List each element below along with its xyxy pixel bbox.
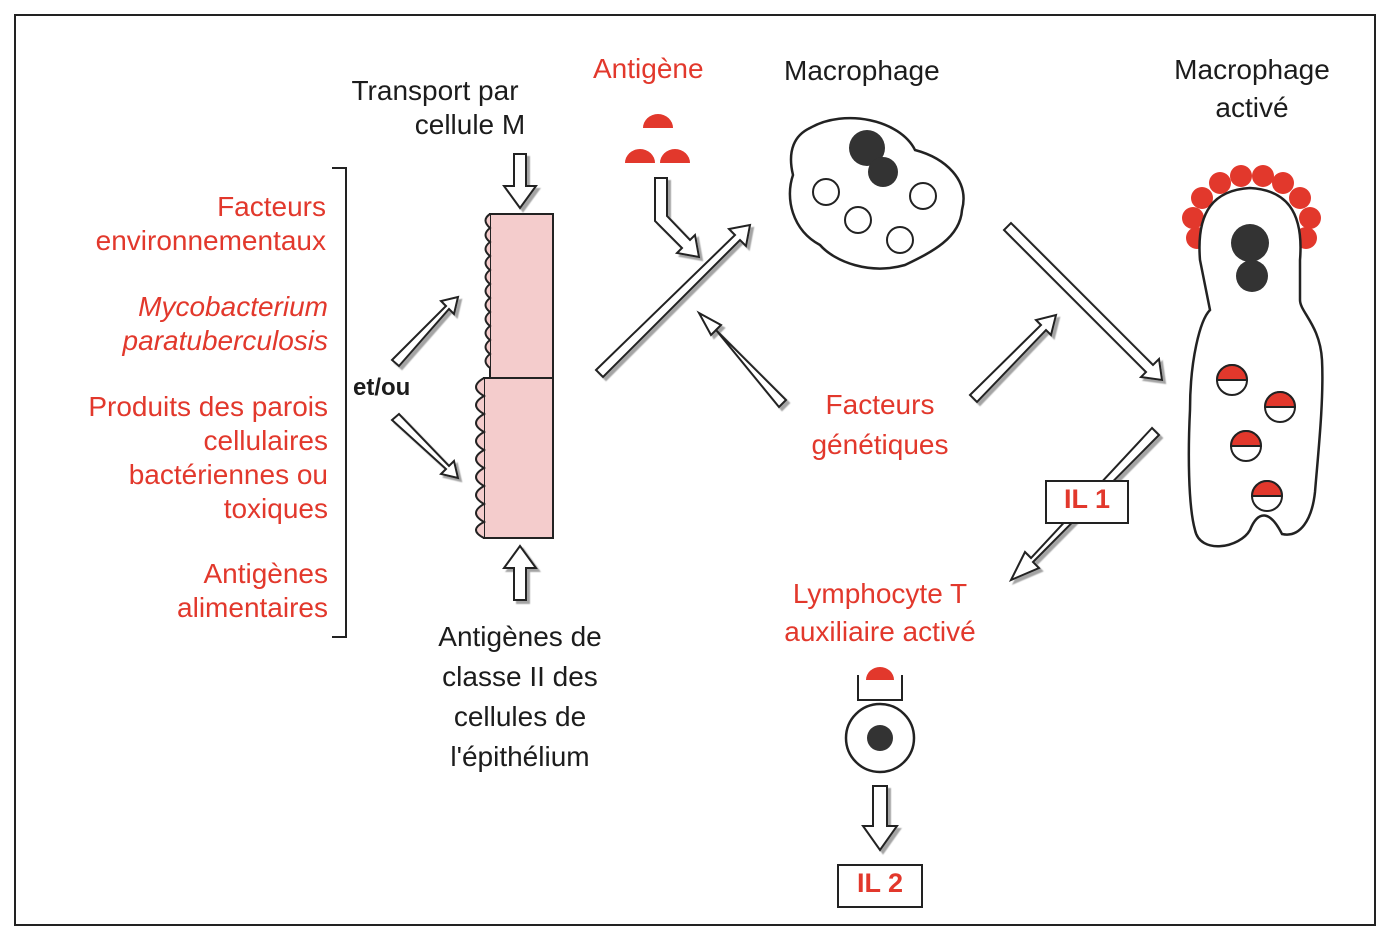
- arrow-etou-down: [390, 412, 460, 480]
- mycobacterium-line-1: Mycobacterium: [138, 291, 328, 322]
- arrow-lymphocyte-to-il2: [861, 785, 899, 852]
- produits-line-2: cellulaires: [203, 425, 329, 456]
- epithelium-upper-cells: [489, 213, 554, 379]
- arrow-epithelium-to-macrophage: [594, 223, 752, 379]
- antigene-label: Antigène: [593, 53, 704, 84]
- facteurs-env-line-1: Facteurs: [217, 191, 326, 222]
- factors-bracket: [332, 167, 347, 638]
- arrow-etou-up: [390, 295, 460, 368]
- arrow-genetic-to-right: [968, 313, 1058, 404]
- activated-macrophage-cell: [1182, 165, 1324, 548]
- macrophage-label: Macrophage: [784, 55, 940, 86]
- antigenes-classe-line-4: l'épithélium: [450, 741, 590, 772]
- antigenes-alim-line-1: Antigènes: [203, 558, 328, 589]
- antigenes-classe-line-3: cellules de: [453, 701, 587, 732]
- diagram-frame: [14, 14, 1376, 926]
- facteurs-env-line-2: environnementaux: [95, 225, 326, 256]
- produits-line-1: Produits des parois: [88, 391, 328, 422]
- produits-label: Produits des parois cellulaires bactérie…: [20, 390, 328, 526]
- facteurs-env-label: Facteurs environnementaux: [30, 190, 326, 258]
- antigenes-classe-line-2: classe II des: [442, 661, 598, 692]
- epithelium-lower-cells: [483, 377, 554, 539]
- antigen-symbols: [625, 114, 690, 163]
- lymphocyte-line-1: Lymphocyte T: [792, 578, 968, 609]
- il1-box: IL 1: [1045, 480, 1129, 524]
- produits-line-4: toxiques: [223, 493, 328, 524]
- m-cell-microvilli: [484, 213, 492, 378]
- transport-line-1: Transport par: [351, 75, 519, 106]
- arrow-antigen-bend: [654, 177, 701, 259]
- epithelium: [475, 213, 554, 539]
- produits-line-3: bactériennes ou: [128, 459, 328, 490]
- antigenes-classe-line-1: Antigènes de: [438, 621, 602, 652]
- antigenes-classe-label: Antigènes de classe II des cellules de l…: [400, 617, 640, 777]
- facteurs-gen-line-1: Facteurs: [825, 389, 935, 420]
- arrow-macrophage-to-activated: [1002, 221, 1164, 382]
- lymphocyte-line-2: auxiliaire activé: [784, 616, 976, 647]
- transport-label: Transport par cellule M: [320, 74, 550, 142]
- activated-macrophage-label: Macrophage activé: [1142, 53, 1362, 125]
- et-ou-label: et/ou: [353, 374, 411, 401]
- facteurs-gen-line-2: génétiques: [811, 429, 949, 460]
- il2-box: IL 2: [837, 864, 923, 908]
- lymphocyte-label: Lymphocyte T auxiliaire activé: [755, 575, 1005, 651]
- activated-macrophage-line-1: Macrophage: [1174, 54, 1330, 85]
- activated-macrophage-line-2: activé: [1215, 92, 1289, 123]
- macrophage-cell: [788, 116, 965, 270]
- enterocyte-villi: [475, 377, 487, 539]
- antigenes-alim-label: Antigènes alimentaires: [30, 557, 328, 625]
- arrow-down-transport: [502, 153, 538, 210]
- antigenes-alim-line-2: alimentaires: [177, 592, 328, 623]
- mycobacterium-line-2: paratuberculosis: [122, 325, 328, 356]
- facteurs-gen-label: Facteurs génétiques: [770, 385, 990, 465]
- transport-line-2: cellule M: [414, 109, 526, 140]
- arrow-genetic-to-center: [696, 310, 788, 409]
- mycobacterium-label: Mycobacterium paratuberculosis: [30, 290, 328, 358]
- arrow-up-class2: [502, 544, 538, 601]
- t-lymphocyte-cell: [844, 667, 916, 774]
